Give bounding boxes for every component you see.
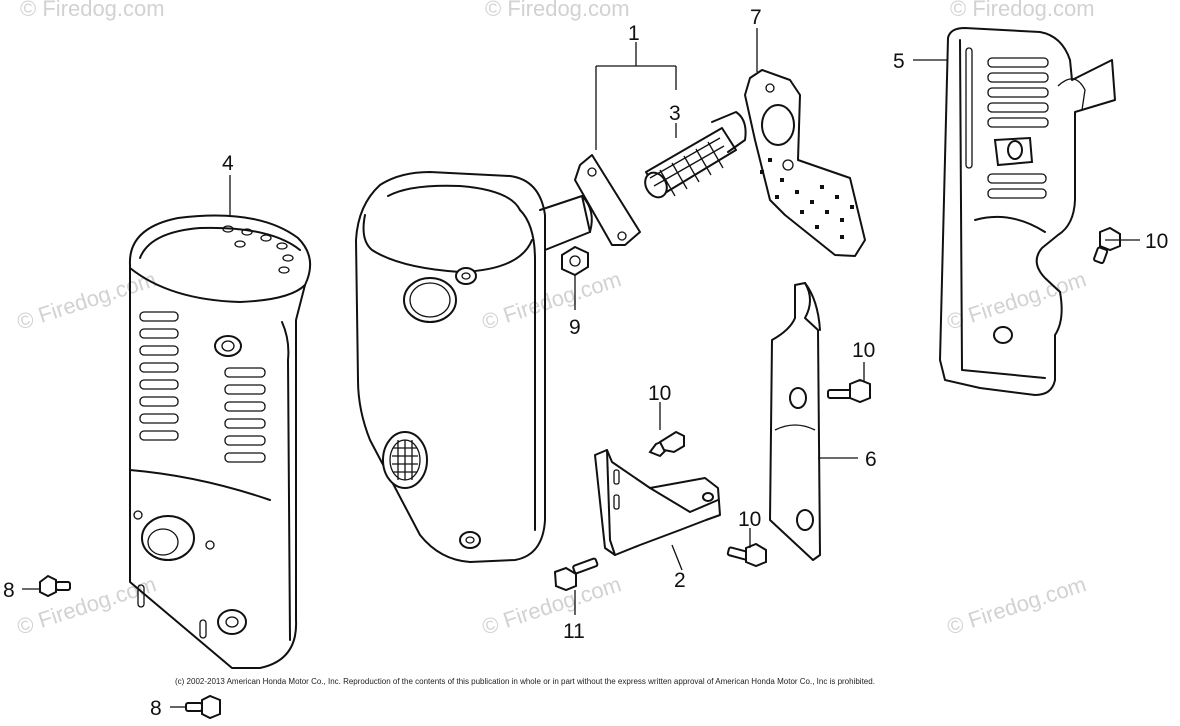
part-3-spark-arrester — [644, 111, 747, 199]
watermark: © Firedog.com — [479, 266, 624, 334]
callout-10-c: 10 — [738, 508, 761, 531]
callout-11: 11 — [563, 620, 585, 643]
part-9-nut — [561, 245, 589, 277]
watermark: © Firedog.com — [14, 266, 159, 334]
callout-2: 2 — [674, 569, 686, 592]
watermark: © Firedog.com — [479, 571, 624, 639]
part-4-muffler-protector — [128, 214, 312, 669]
part-1-muffler — [355, 154, 641, 563]
callout-9: 9 — [569, 316, 581, 339]
callout-5: 5 — [893, 50, 905, 73]
callout-3: 3 — [669, 102, 681, 125]
callout-10-b: 10 — [852, 339, 875, 362]
part-6-bracket — [769, 282, 821, 561]
callout-1: 1 — [628, 22, 640, 45]
callout-labels: 1 2 3 4 5 6 7 8 8 9 10 10 10 10 11 — [3, 6, 1168, 720]
bolt-10-c — [726, 542, 767, 568]
watermark: © Firedog.com — [20, 0, 165, 21]
callout-7: 7 — [750, 6, 762, 29]
callout-4: 4 — [222, 152, 234, 175]
leader-lines — [22, 28, 1140, 708]
bolt-11 — [553, 557, 599, 592]
part-5-protector — [939, 27, 1116, 396]
callout-6: 6 — [865, 448, 877, 471]
bolt-8-upper — [39, 574, 71, 598]
part-7-plate — [744, 69, 866, 257]
watermark: © Firedog.com — [944, 266, 1089, 334]
watermark: © Firedog.com — [14, 571, 159, 639]
callout-8-upper: 8 — [3, 579, 15, 602]
watermark: © Firedog.com — [950, 0, 1095, 21]
callout-10-d: 10 — [1145, 230, 1168, 253]
bolt-8-lower — [185, 694, 221, 720]
watermark: © Firedog.com — [944, 571, 1089, 639]
bolt-10-a — [648, 430, 685, 458]
copyright-notice: (c) 2002-2013 American Honda Motor Co., … — [175, 677, 875, 686]
part-2-stay — [594, 449, 721, 556]
callout-8-lower: 8 — [150, 697, 162, 720]
callout-10-a: 10 — [648, 382, 671, 405]
bolt-10-d — [1093, 226, 1121, 265]
watermark: © Firedog.com — [485, 0, 630, 21]
bolt-10-b — [827, 378, 871, 404]
